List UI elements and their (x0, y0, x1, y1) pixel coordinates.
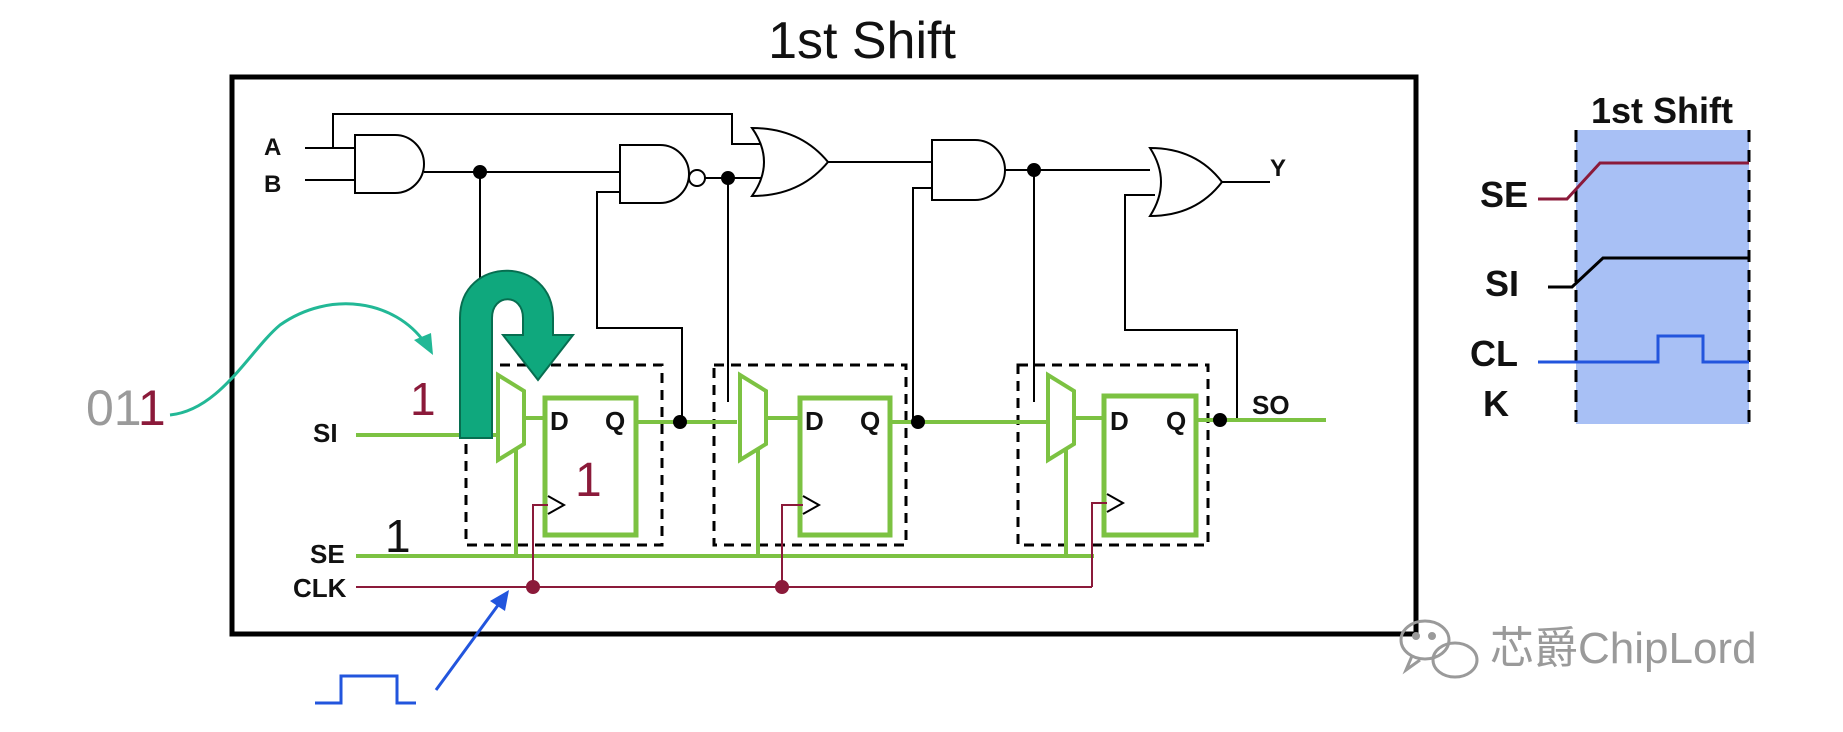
timing-title: 1st Shift (1591, 90, 1733, 131)
ff2-q-label: Q (860, 406, 880, 436)
ff2-d-label: D (805, 406, 824, 436)
se-waveform (1538, 161, 1749, 201)
clock-input-marks (547, 493, 1126, 515)
ff1-q-label: Q (605, 406, 625, 436)
ff3-q-label: Q (1166, 406, 1186, 436)
wechat-icon (1399, 619, 1479, 679)
stimulus-arrow (169, 302, 433, 417)
timing-label-ck-1: CL (1470, 333, 1518, 374)
ff1-d-label: D (550, 406, 569, 436)
clock-pulse-arrowhead (490, 590, 509, 611)
output-label-so: SO (1252, 390, 1290, 420)
clock-pulse-icon (315, 596, 506, 705)
scan-mux-2 (738, 371, 768, 464)
nand-bubble (688, 169, 706, 187)
diagram-title: 1st Shift (768, 12, 956, 70)
shift-uturn-arrow (459, 269, 576, 439)
flip-flop-1 (542, 395, 639, 538)
clk-waveform (1538, 334, 1749, 364)
clock-network (356, 502, 1107, 594)
and-gate-1 (354, 134, 425, 194)
scan-cells (464, 363, 1210, 547)
si-value: 1 (410, 373, 436, 425)
combinational-logic (305, 113, 1270, 423)
ff3-d-label: D (1110, 406, 1129, 436)
input-label-b: B (264, 171, 281, 198)
scan-cell-2 (712, 363, 908, 547)
flip-flop-3 (1101, 393, 1199, 538)
stimulus-pattern: 011 (86, 380, 166, 436)
timing-label-si: SI (1485, 263, 1519, 304)
scan-mux-1 (496, 371, 526, 464)
d-value: 1 (575, 454, 602, 507)
output-label-y: Y (1270, 155, 1286, 182)
timing-label-ck-2: K (1483, 383, 1509, 424)
timing-label-se: SE (1480, 174, 1528, 215)
input-label-a: A (264, 134, 281, 161)
watermark-text: 芯爵ChipLord (1490, 624, 1757, 673)
circuit-frame (229, 74, 1419, 637)
nand-gate (619, 144, 690, 204)
scan-cell-3 (1016, 363, 1210, 547)
se-value: 1 (385, 510, 411, 562)
scan-chain (356, 371, 1326, 558)
and-gate-2 (931, 139, 1006, 201)
si-waveform (1548, 256, 1749, 289)
flip-flop-2 (797, 395, 893, 538)
or-gate-2 (1148, 146, 1224, 218)
scan-mux-3 (1046, 371, 1076, 464)
input-label-se: SE (310, 539, 345, 569)
input-label-si: SI (313, 418, 338, 448)
timing-highlight (1576, 130, 1749, 424)
input-label-clk: CLK (293, 573, 347, 603)
timing-diagram: 1st Shift SE SI CL K (1470, 90, 1751, 424)
or-gate-1 (750, 126, 830, 198)
